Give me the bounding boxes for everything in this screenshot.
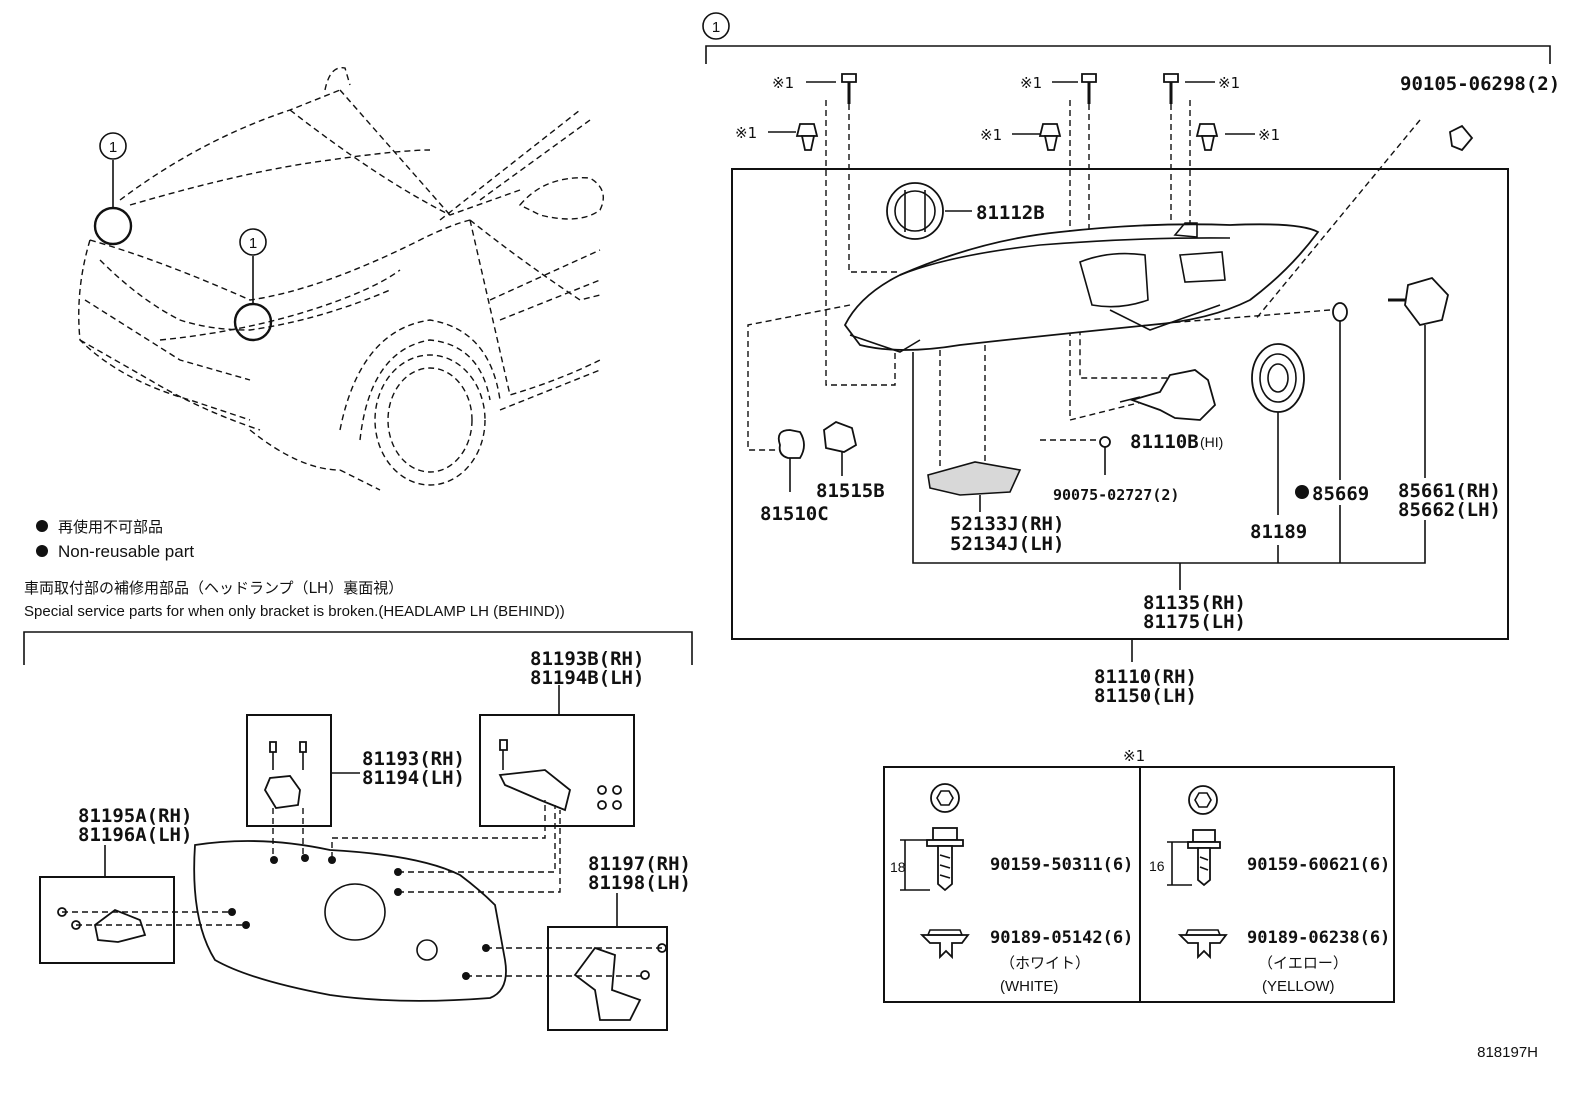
part-85661: 85661(RH) (1398, 480, 1501, 502)
part-81112B: 81112B (976, 202, 1045, 224)
part-81150: 81150(LH) (1094, 685, 1197, 707)
part-90075-02727: 90075-02727(2) (1053, 486, 1179, 504)
svg-text:(WHITE): (WHITE) (1000, 978, 1058, 995)
car-front-illustration: 1 1 (78, 66, 604, 491)
service-note-en: Special service parts for when only brac… (24, 603, 565, 620)
svg-text:※1: ※1 (1258, 126, 1280, 144)
svg-text:（ホワイト）: （ホワイト） (1000, 954, 1090, 972)
part-81510C: 81510C (760, 503, 829, 525)
bulb-81110B (1129, 369, 1217, 421)
part-81194: 81194(LH) (362, 767, 465, 789)
part-81196A: 81196A(LH) (78, 824, 192, 846)
bulb-81510C (777, 429, 805, 459)
part-52134J: 52134J(LH) (950, 533, 1064, 555)
svg-text:1: 1 (109, 139, 117, 156)
part-85662: 85662(LH) (1398, 499, 1501, 521)
callout-circle-1-top (702, 12, 730, 40)
headlamp-exploded-view: 1 ※1 ※1 ※1 ※1 ※1 ※1 90105-06298(2) (702, 12, 1560, 707)
illustration-code: 818197H (1477, 1044, 1538, 1061)
service-note-jp: 車両取付部の補修用部品（ヘッドランプ（LH）裏面視） (24, 579, 403, 597)
svg-text:（イエロー）: （イエロー） (1258, 954, 1348, 972)
part-81110B: 81110B (1130, 431, 1199, 453)
callout-circle-1b (239, 228, 267, 256)
bolt-length-left: 18 (890, 859, 906, 875)
headlamp-location-upper (93, 206, 133, 246)
headlamp-back-panel (193, 840, 507, 1002)
oring-85669 (1332, 302, 1348, 322)
socket-81515B (823, 420, 858, 453)
svg-text:1: 1 (712, 19, 720, 36)
headlamp-housing (843, 223, 1320, 351)
bracket-box-81197 (547, 926, 668, 1031)
callout-circle-1 (99, 132, 127, 160)
svg-text:※1: ※1 (1020, 74, 1042, 92)
bracket-box-81193B (479, 714, 635, 827)
part-81193B: 81193B(RH) (530, 648, 644, 670)
svg-text:※1: ※1 (735, 124, 757, 142)
non-reusable-dot-icon (36, 520, 48, 532)
part-81110: 81110(RH) (1094, 666, 1197, 688)
bolt-length-right: 16 (1149, 858, 1165, 874)
legend: 再使用不可部品 Non-reusable part (36, 518, 194, 561)
part-90105-06298: 90105-06298(2) (1400, 73, 1560, 95)
part-81189: 81189 (1250, 521, 1307, 543)
part-85669: 85669 (1312, 483, 1369, 505)
bracket-box-81193 (246, 714, 332, 827)
svg-text:(HI): (HI) (1200, 434, 1223, 450)
svg-text:※1: ※1 (1218, 74, 1240, 92)
part-81175: 81175(LH) (1143, 611, 1246, 633)
svg-text:(YELLOW): (YELLOW) (1262, 978, 1335, 995)
service-note: 車両取付部の補修用部品（ヘッドランプ（LH）裏面視） Special servi… (24, 579, 565, 620)
part-81197: 81197(RH) (588, 853, 691, 875)
headlamp-location-lower (233, 302, 273, 342)
part-81198: 81198(LH) (588, 872, 691, 894)
actuator-85661 (1404, 276, 1449, 327)
part-81193: 81193(RH) (362, 748, 465, 770)
clip-white (919, 934, 970, 960)
part-81195A: 81195A(RH) (78, 805, 192, 827)
svg-text:※1: ※1 (772, 74, 794, 92)
svg-text:※1: ※1 (980, 126, 1002, 144)
part-81515B: 81515B (816, 480, 885, 502)
svg-text:※1: ※1 (1123, 747, 1145, 765)
legend-en: Non-reusable part (58, 542, 194, 561)
bolt-90159-60621: 90159-60621(6) (1247, 855, 1390, 875)
bolt-90159-50311: 90159-50311(6) (990, 855, 1133, 875)
svg-text:1: 1 (249, 235, 257, 252)
clip-yellow (1177, 934, 1228, 960)
clip-90189-05142: 90189-05142(6) (990, 928, 1133, 948)
bracket-section: 81193B(RH) 81194B(LH) 81193(RH) 81194(LH… (23, 631, 693, 1031)
clip-90189-06238: 90189-06238(6) (1247, 928, 1390, 948)
non-reusable-dot-icon (1295, 485, 1309, 499)
legend-jp: 再使用不可部品 (58, 518, 163, 536)
part-52133J: 52133J(RH) (950, 513, 1064, 535)
bracket-box-81195A (39, 876, 175, 964)
non-reusable-dot-icon (36, 545, 48, 557)
part-81135: 81135(RH) (1143, 592, 1246, 614)
fastener-table: ※1 18 90159-50311(6) 90189-05142(6) （ホワイ… (883, 747, 1395, 1003)
headlamp-assembly-frame (731, 168, 1509, 640)
part-81194B: 81194B(LH) (530, 667, 644, 689)
bracket-52133J (927, 461, 1022, 496)
